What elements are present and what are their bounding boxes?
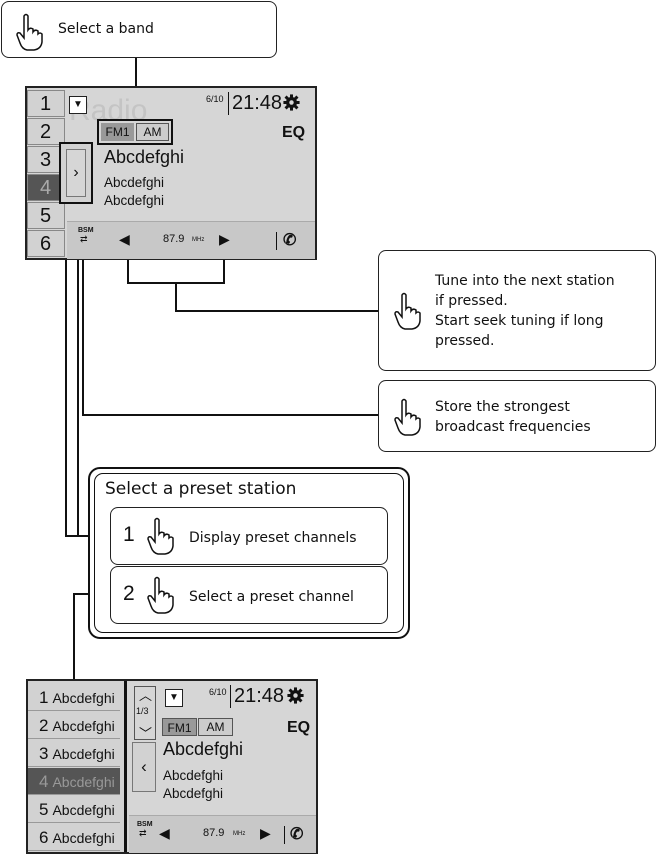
eq-button[interactable]: EQ [282,124,306,141]
preset-station-box: Select a preset station 1 Display preset… [88,467,410,639]
bsm-text-2: broadcast frequencies [435,419,591,435]
gear-icon[interactable] [283,94,300,111]
seek-prev-button[interactable]: ◀ [119,231,130,247]
station-name: Abcdefghi [163,739,244,759]
frequency: 87.9 [163,233,185,245]
page-indicator: 1/3 [136,706,149,716]
preset-button-4[interactable]: 4 [27,174,65,201]
seek-text-3: Start seek tuning if long [435,313,604,329]
expand-preset-list-button[interactable]: › [59,142,93,204]
scroll-down-icon[interactable]: ﹀ [139,726,153,741]
select-band-text: Select a band [58,21,154,37]
bottom-bar: BSM ⇄ ◀ 87.9 MHz ▶ ✆ [67,221,315,259]
divider [284,826,285,844]
station-info-1: Abcdefghi [104,175,165,190]
preset-box-inner [94,473,404,633]
step-2-number: 2 [123,582,135,605]
band-selector: FM1 AM [97,119,173,145]
step-1-number: 1 [123,523,135,546]
source-dropdown-button[interactable]: ▼ [165,689,183,707]
phone-icon[interactable]: ✆ [290,826,304,843]
frequency-unit: MHz [192,237,205,243]
frequency: 87.9 [203,827,225,839]
date: 6/10 [206,94,224,104]
chevron-right-icon: › [66,149,86,197]
frequency-unit: MHz [233,831,246,837]
divider [276,232,277,250]
step-1-text: Display preset channels [189,530,357,546]
preset-button-1[interactable]: 1 [27,90,65,117]
radio-screen-main: 1 2 3 4 5 6 Radio ▼ 6/10 21:48 EQ FM1 AM… [25,86,317,260]
band-am-button[interactable]: AM [136,123,169,141]
preset-button-5[interactable]: 5 [27,202,65,229]
date: 6/10 [209,687,227,697]
gear-icon[interactable] [287,687,304,704]
step-2-text: Select a preset channel [189,589,354,605]
band-fm1-button[interactable]: FM1 [101,123,134,141]
hand-tap-icon [147,517,174,555]
preset-button-2[interactable]: 2 [27,118,65,145]
dropdown-arrow-icon: ▼ [73,99,83,110]
hand-tap-icon [147,576,174,614]
hand-tap-icon [394,292,421,330]
bsm-refresh-icon: ⇄ [80,234,88,244]
select-band-callout: Select a band [1,1,277,58]
source-dropdown-button[interactable]: ▼ [69,96,87,114]
preset-box-title: Select a preset station [105,479,297,499]
band-am-button[interactable]: AM [198,718,233,736]
preset-button-3[interactable]: 3 [27,146,65,173]
page-scroller: ︿ 1/3 ﹀ [134,686,156,741]
seek-text-2: if pressed. [435,293,508,309]
scroll-up-icon[interactable]: ︿ [139,688,153,703]
clock: 21:48 [230,685,284,708]
preset-button-6[interactable]: 6 [27,230,65,257]
station-info-1: Abcdefghi [163,768,224,783]
bsm-button[interactable]: BSM [137,821,153,828]
clock: 21:48 [228,92,282,115]
band-fm1-button[interactable]: FM1 [162,718,197,736]
collapse-preset-list-button[interactable]: ‹ [132,742,156,792]
seek-next-button[interactable]: ▶ [260,825,271,841]
step-1-box: 1 Display preset channels [110,507,388,565]
seek-prev-button[interactable]: ◀ [159,825,170,841]
station-info-2: Abcdefghi [163,786,224,801]
bsm-text-1: Store the strongest [435,399,570,415]
bsm-callout: Store the strongest broadcast frequencie… [378,380,656,452]
step-2-box: 2 Select a preset channel [110,566,388,624]
bsm-button[interactable]: BSM [78,227,94,234]
seek-text-4: pressed. [435,333,495,349]
phone-icon[interactable]: ✆ [283,232,297,249]
seek-callout: Tune into the next station if pressed. S… [378,250,656,371]
eq-button[interactable]: EQ [287,719,311,736]
station-info-2: Abcdefghi [104,193,165,208]
chevron-left-icon: ‹ [141,757,147,776]
seek-text-1: Tune into the next station [435,273,615,289]
bottom-bar: BSM ⇄ ◀ 87.9 MHz ▶ ✆ [129,815,316,853]
bsm-refresh-icon: ⇄ [139,828,147,838]
dropdown-arrow-icon: ▼ [169,692,179,703]
hand-tap-icon [394,398,421,436]
hand-tap-icon [16,13,43,51]
seek-next-button[interactable]: ▶ [219,231,230,247]
station-name: Abcdefghi [104,147,185,167]
